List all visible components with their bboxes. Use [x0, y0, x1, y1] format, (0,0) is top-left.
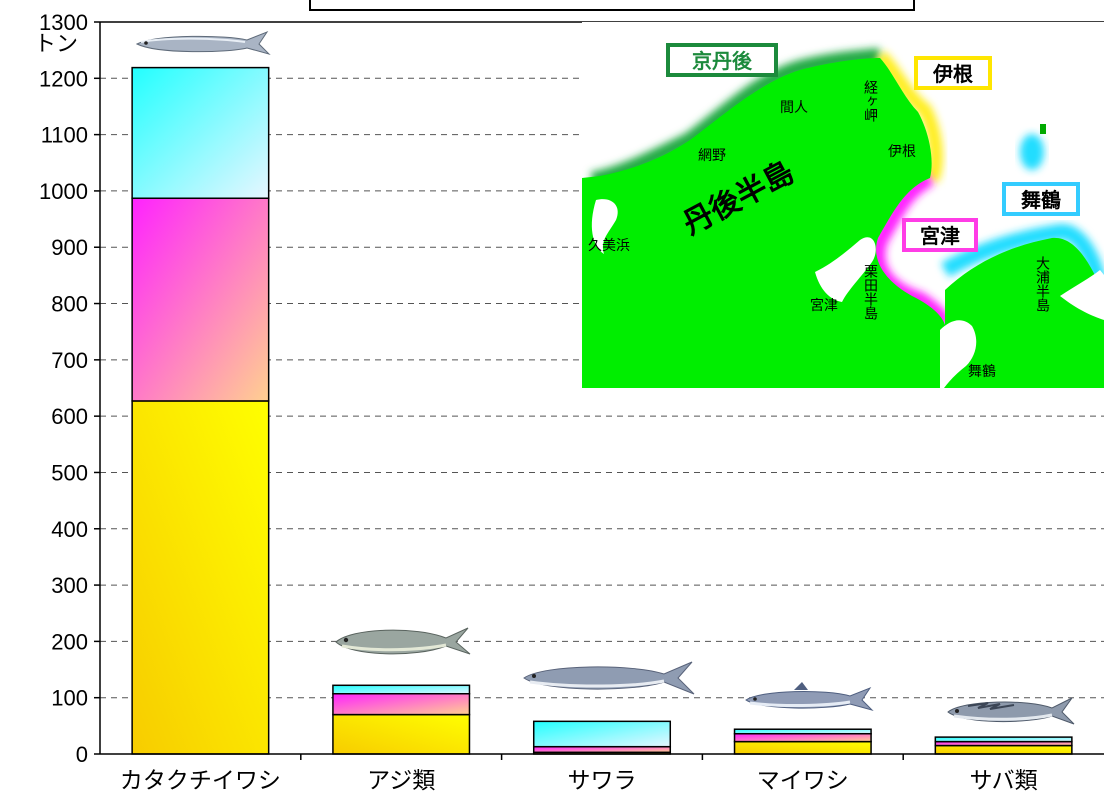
y-tick-label: 1200	[39, 66, 88, 91]
tango-map: 京丹後 伊根 宮津 舞鶴 丹後半島 間人 網野 伊根 久美浜 宮津 舞鶴 経ヶ岬…	[582, 22, 1104, 388]
spanish-mackerel-icon	[523, 661, 695, 695]
mackerel-icon	[947, 697, 1075, 725]
small-island	[1040, 124, 1046, 134]
oura-peninsula-label: 大浦半島	[1034, 256, 1050, 312]
y-tick-label: 300	[51, 573, 88, 598]
miyazu-city-label: 宮津	[810, 298, 838, 314]
amino-label: 網野	[698, 148, 726, 164]
bar-segment	[934, 744, 1073, 755]
y-axis-ticks: 0 100 200 300 400 500 600 700 800 900 1000 1100 1200…	[39, 10, 100, 767]
kumihama-bay	[591, 199, 618, 254]
bar-segment	[532, 720, 672, 748]
maizuru-label: 舞鶴	[1021, 188, 1061, 212]
x-category-label: マイワシ	[757, 768, 849, 794]
kyoga-cape-label: 経ヶ岬	[862, 80, 878, 122]
y-unit-label: トン	[34, 31, 78, 56]
sardine-icon	[745, 682, 874, 711]
bar-segment	[733, 732, 872, 743]
bars	[131, 66, 1073, 755]
bar-segment	[532, 745, 672, 754]
kyotango-coast-glow	[590, 48, 881, 188]
bar-segment	[332, 713, 471, 755]
east-bay	[1060, 270, 1104, 320]
x-category-label: サワラ	[568, 768, 637, 794]
y-tick-label: 1100	[41, 123, 88, 148]
y-tick-label: 600	[51, 404, 88, 429]
ine-coast-glow	[874, 50, 943, 183]
kurita-peninsula-label: 栗田半島	[862, 264, 878, 320]
bar-segment	[934, 736, 1073, 743]
x-category-label: カタクチイワシ	[120, 768, 281, 794]
bar-segment	[332, 693, 471, 716]
y-tick-label: 500	[51, 460, 88, 485]
anchovy-icon	[135, 30, 271, 55]
y-tick-label: 900	[51, 235, 88, 260]
x-category-label: サバ類	[970, 768, 1038, 794]
maizuru-coast-glow	[941, 224, 1104, 292]
kumihama-label: 久美浜	[588, 238, 630, 254]
kyotango-label: 京丹後	[692, 49, 753, 73]
miyazu-label-box	[902, 218, 978, 252]
bar-segment	[131, 66, 270, 199]
bar-segment	[332, 684, 471, 695]
y-tick-label: 700	[51, 348, 88, 373]
maizuru-city-label: 舞鶴	[968, 363, 996, 380]
horse-mackerel-icon	[335, 627, 471, 655]
y-tick-label: 1000	[39, 179, 88, 204]
title-box	[309, 0, 915, 11]
y-tick-label: 1300	[39, 10, 88, 35]
maizuru-label-box	[1002, 182, 1080, 216]
miyazu-label: 宮津	[920, 224, 960, 248]
y-tick-label: 0	[76, 742, 88, 767]
ine-label-box	[914, 56, 992, 90]
ine-label: 伊根	[932, 62, 973, 86]
miyazu-bay	[815, 237, 876, 302]
bar-segment	[733, 740, 872, 755]
taiza-label: 間人	[780, 100, 808, 116]
y-tick-label: 400	[51, 517, 88, 542]
maizuru-bay	[940, 320, 977, 388]
kyotango-label-box	[666, 43, 778, 77]
y-tick-label: 200	[51, 629, 88, 654]
land-mass	[582, 58, 1104, 388]
y-tick-label: 100	[51, 686, 88, 711]
ine-town-label: 伊根	[888, 144, 916, 160]
island-glow	[1020, 134, 1044, 170]
y-tick-label: 800	[51, 292, 88, 317]
x-category-label: アジ類	[367, 768, 435, 794]
bar-segment	[733, 728, 872, 735]
x-axis-labels: カタクチイワシ アジ類 サワラ マイワシ サバ類	[120, 754, 1038, 794]
bar-segment	[131, 197, 270, 402]
bar-segment	[131, 400, 270, 755]
